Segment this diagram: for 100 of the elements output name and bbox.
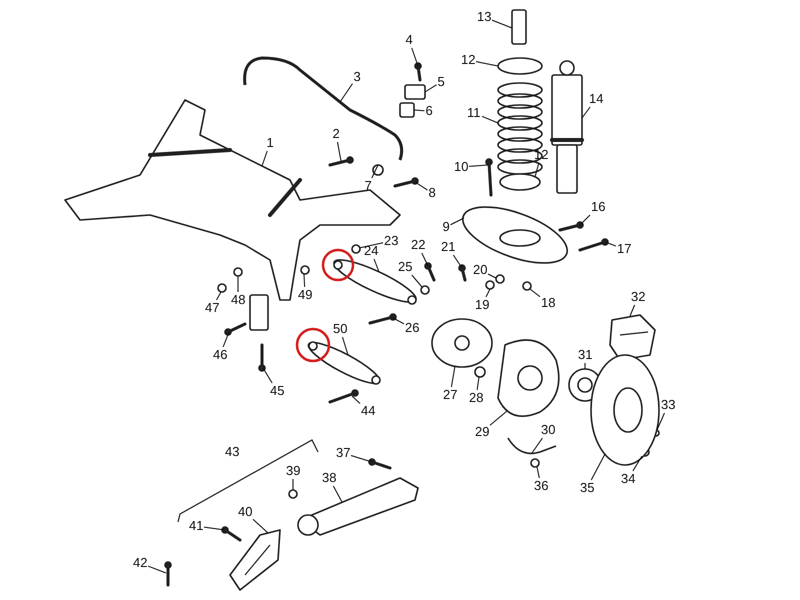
bolt xyxy=(424,262,436,282)
callout-number: 23 xyxy=(384,234,398,248)
leader-line xyxy=(358,242,384,248)
bolt xyxy=(394,177,419,188)
callout-number: 24 xyxy=(364,244,378,258)
callout-number: 28 xyxy=(469,391,484,405)
callout-number: 34 xyxy=(621,472,636,486)
leader-line xyxy=(252,518,268,534)
callout-number: 12 xyxy=(461,53,476,67)
shock-absorber xyxy=(550,60,584,194)
leader-line xyxy=(421,252,428,266)
callout-number: 47 xyxy=(205,301,220,315)
bushing xyxy=(399,102,415,118)
leader-line xyxy=(262,368,273,384)
leader-line xyxy=(476,61,498,66)
callout-number: 41 xyxy=(189,519,204,533)
callout-number: 43 xyxy=(225,445,240,459)
leader-line xyxy=(371,164,378,178)
leader-line xyxy=(414,110,425,112)
leader-line xyxy=(411,48,418,66)
bolt xyxy=(458,264,466,282)
callout-number: 30 xyxy=(541,423,556,437)
bolt xyxy=(221,526,242,542)
sensor-wire xyxy=(507,438,556,454)
nut xyxy=(485,280,495,290)
leader-line xyxy=(534,162,540,178)
callout-number: 44 xyxy=(361,404,376,418)
leader-line xyxy=(532,438,543,454)
steering-knuckle xyxy=(431,318,493,368)
leader-line xyxy=(584,362,586,370)
spring-seat xyxy=(497,57,543,75)
leader-line xyxy=(452,254,462,268)
leader-line xyxy=(424,84,437,92)
leader-line xyxy=(530,288,540,298)
callout-number: 5 xyxy=(438,75,445,89)
leader-line xyxy=(450,366,456,388)
callout-number: 40 xyxy=(238,505,252,519)
callout-number: 26 xyxy=(405,321,420,335)
callout-number: 1 xyxy=(266,136,274,150)
nut xyxy=(217,283,227,293)
leader-line xyxy=(342,336,348,356)
leader-line xyxy=(414,182,428,191)
callout-number: 33 xyxy=(661,398,676,412)
callout-number: 19 xyxy=(475,298,490,312)
bolt xyxy=(258,344,266,372)
leader-line xyxy=(590,454,606,480)
mounting-bracket xyxy=(229,529,281,591)
leader-line xyxy=(490,410,508,426)
leader-line xyxy=(292,478,294,490)
leader-line xyxy=(392,318,404,324)
leader-line xyxy=(468,164,488,167)
callout-number: 17 xyxy=(617,242,632,256)
leader-line xyxy=(411,274,422,288)
nut xyxy=(372,164,384,176)
backing-plate xyxy=(497,339,560,418)
nut xyxy=(522,281,532,291)
leader-line xyxy=(450,218,464,226)
bolt xyxy=(224,322,246,336)
nut xyxy=(288,489,298,499)
leader-line xyxy=(632,456,642,472)
leader-line xyxy=(482,116,498,124)
callout-number: 42 xyxy=(133,556,148,570)
callout-number: 49 xyxy=(298,288,312,302)
clamp xyxy=(404,84,426,100)
bolt xyxy=(558,221,584,232)
callout-number: 6 xyxy=(426,104,433,118)
leader-line xyxy=(492,20,512,28)
leader-line xyxy=(582,106,591,118)
bolt xyxy=(414,62,422,82)
callout-number: 20 xyxy=(473,263,488,277)
leader-line xyxy=(350,454,372,462)
stabilizer-bar xyxy=(243,56,404,160)
leader-line xyxy=(536,466,540,478)
callout-number: 37 xyxy=(336,446,350,460)
callout-number: 50 xyxy=(333,322,348,336)
callout-number: 25 xyxy=(398,260,412,274)
callout-number: 36 xyxy=(534,479,548,493)
washer xyxy=(351,244,361,254)
callout-number: 10 xyxy=(454,160,468,174)
callout-number: 3 xyxy=(354,70,361,84)
leader-line xyxy=(222,332,230,348)
callout-number: 9 xyxy=(442,220,450,234)
callout-number: 14 xyxy=(589,92,604,106)
stabilizer-link xyxy=(485,158,493,196)
leader-line xyxy=(630,304,636,316)
callout-number: 21 xyxy=(441,240,456,254)
callout-number: 45 xyxy=(270,384,284,398)
bolt xyxy=(578,238,609,252)
nut xyxy=(474,366,486,378)
callout-number: 7 xyxy=(364,179,372,193)
nut xyxy=(495,274,505,284)
leader-line xyxy=(374,258,380,272)
leader-line xyxy=(352,396,360,404)
callout-number: 18 xyxy=(541,296,556,310)
callout-number: 27 xyxy=(443,388,458,402)
callout-number: 2 xyxy=(332,127,340,141)
callout-number: 8 xyxy=(428,186,436,200)
leader-line xyxy=(604,242,616,247)
callout-number: 39 xyxy=(286,464,300,478)
spring-seat xyxy=(499,173,541,191)
